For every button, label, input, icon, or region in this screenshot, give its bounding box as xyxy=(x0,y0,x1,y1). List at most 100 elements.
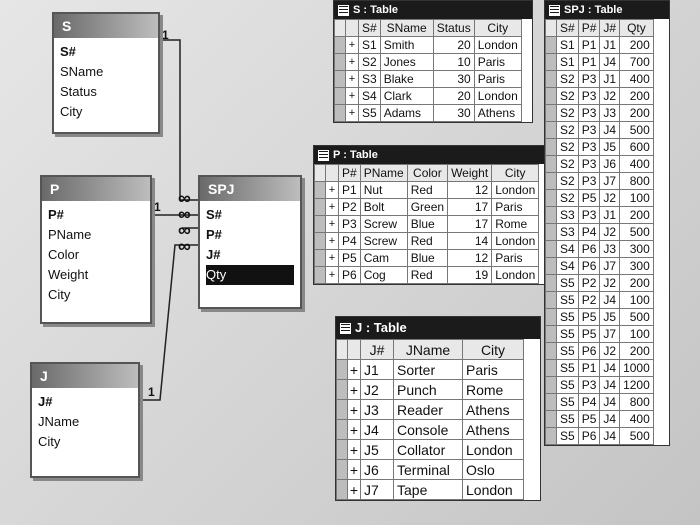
table-cell[interactable]: Bolt xyxy=(359,198,408,216)
table-cell[interactable]: Red xyxy=(406,266,449,284)
p-table-titlebar[interactable]: P : Table xyxy=(314,146,550,164)
p-table-window[interactable]: P : Table P# PName Color Weight City +P1… xyxy=(313,145,551,285)
entity-field[interactable]: Color xyxy=(48,247,80,262)
table-cell[interactable]: J2 xyxy=(599,223,621,241)
table-cell[interactable]: Tape xyxy=(393,479,463,500)
row-selector[interactable] xyxy=(334,70,346,88)
row-selector[interactable] xyxy=(545,121,557,139)
column-header[interactable]: Color xyxy=(406,164,449,182)
table-cell[interactable]: Jones xyxy=(379,53,434,71)
row-selector[interactable] xyxy=(336,379,348,400)
table-cell[interactable]: S2 xyxy=(556,155,579,173)
table-cell[interactable]: J2 xyxy=(599,342,621,360)
entity-field[interactable]: JName xyxy=(38,414,80,429)
table-cell[interactable]: P6 xyxy=(577,257,601,275)
column-header[interactable]: Qty xyxy=(619,19,654,37)
table-cell[interactable]: Cam xyxy=(359,249,408,267)
table-cell[interactable]: Screw xyxy=(359,232,408,250)
table-cell[interactable]: 20 xyxy=(432,36,475,54)
table-cell[interactable]: J2 xyxy=(599,189,621,207)
table-cell[interactable]: 400 xyxy=(619,155,654,173)
expand-icon[interactable]: + xyxy=(347,399,361,420)
table-cell[interactable]: S5 xyxy=(556,376,579,394)
table-cell[interactable]: J5 xyxy=(599,138,621,156)
table-cell[interactable]: S1 xyxy=(358,36,381,54)
table-cell[interactable]: 100 xyxy=(619,189,654,207)
table-cell[interactable]: S5 xyxy=(358,104,381,122)
table-cell[interactable]: 20 xyxy=(432,87,475,105)
entity-field[interactable]: PName xyxy=(48,227,92,242)
table-cell[interactable]: 30 xyxy=(432,70,475,88)
expand-icon[interactable]: + xyxy=(345,87,359,105)
row-selector[interactable] xyxy=(334,53,346,71)
s-table-titlebar[interactable]: S : Table xyxy=(334,1,532,19)
table-cell[interactable]: J3 xyxy=(599,104,621,122)
table-cell[interactable]: S2 xyxy=(556,172,579,190)
table-cell[interactable]: Red xyxy=(406,181,449,199)
entity-field[interactable]: P# xyxy=(48,207,64,222)
row-selector[interactable] xyxy=(314,249,326,267)
table-cell[interactable]: 17 xyxy=(447,198,493,216)
table-cell[interactable]: P5 xyxy=(577,410,601,428)
entity-field[interactable]: J# xyxy=(206,247,221,262)
table-cell[interactable]: J3 xyxy=(599,240,621,258)
table-cell[interactable]: J1 xyxy=(360,359,394,380)
column-header[interactable]: JName xyxy=(393,339,463,360)
table-cell[interactable]: S2 xyxy=(556,87,579,105)
table-cell[interactable]: London xyxy=(491,266,540,284)
table-cell[interactable]: 1000 xyxy=(619,359,654,377)
row-selector[interactable] xyxy=(336,399,348,420)
table-cell[interactable]: J4 xyxy=(599,376,621,394)
table-cell[interactable]: P4 xyxy=(577,393,601,411)
table-cell[interactable]: Rome xyxy=(491,215,540,233)
table-cell[interactable]: Punch xyxy=(393,379,463,400)
column-header[interactable]: J# xyxy=(360,339,394,360)
row-selector[interactable] xyxy=(545,70,557,88)
table-cell[interactable]: S2 xyxy=(556,121,579,139)
table-cell[interactable]: 200 xyxy=(619,36,654,54)
table-cell[interactable]: Cog xyxy=(359,266,408,284)
table-cell[interactable]: London xyxy=(491,181,540,199)
table-cell[interactable]: Clark xyxy=(379,87,434,105)
row-selector[interactable] xyxy=(545,53,557,71)
row-selector[interactable] xyxy=(545,36,557,54)
table-cell[interactable]: J1 xyxy=(599,206,621,224)
column-header[interactable]: Weight xyxy=(447,164,493,182)
table-cell[interactable]: J4 xyxy=(599,410,621,428)
row-selector[interactable] xyxy=(545,155,557,173)
row-selector[interactable] xyxy=(314,181,326,199)
table-cell[interactable]: 12 xyxy=(447,181,493,199)
column-header[interactable]: S# xyxy=(556,19,579,37)
table-cell[interactable]: P3 xyxy=(577,206,601,224)
entity-field[interactable]: S# xyxy=(206,207,222,222)
expand-icon[interactable]: + xyxy=(325,232,339,250)
row-selector[interactable] xyxy=(334,104,346,122)
expand-icon[interactable]: + xyxy=(347,419,361,440)
expand-icon[interactable]: + xyxy=(347,459,361,480)
table-cell[interactable]: S2 xyxy=(556,104,579,122)
expand-icon[interactable]: + xyxy=(347,379,361,400)
row-selector[interactable] xyxy=(314,215,326,233)
table-cell[interactable]: Paris xyxy=(462,359,524,380)
j-table-titlebar[interactable]: J : Table xyxy=(336,317,540,339)
table-cell[interactable]: S5 xyxy=(556,393,579,411)
table-cell[interactable]: J4 xyxy=(599,393,621,411)
row-selector[interactable] xyxy=(334,87,346,105)
table-cell[interactable]: 200 xyxy=(619,87,654,105)
